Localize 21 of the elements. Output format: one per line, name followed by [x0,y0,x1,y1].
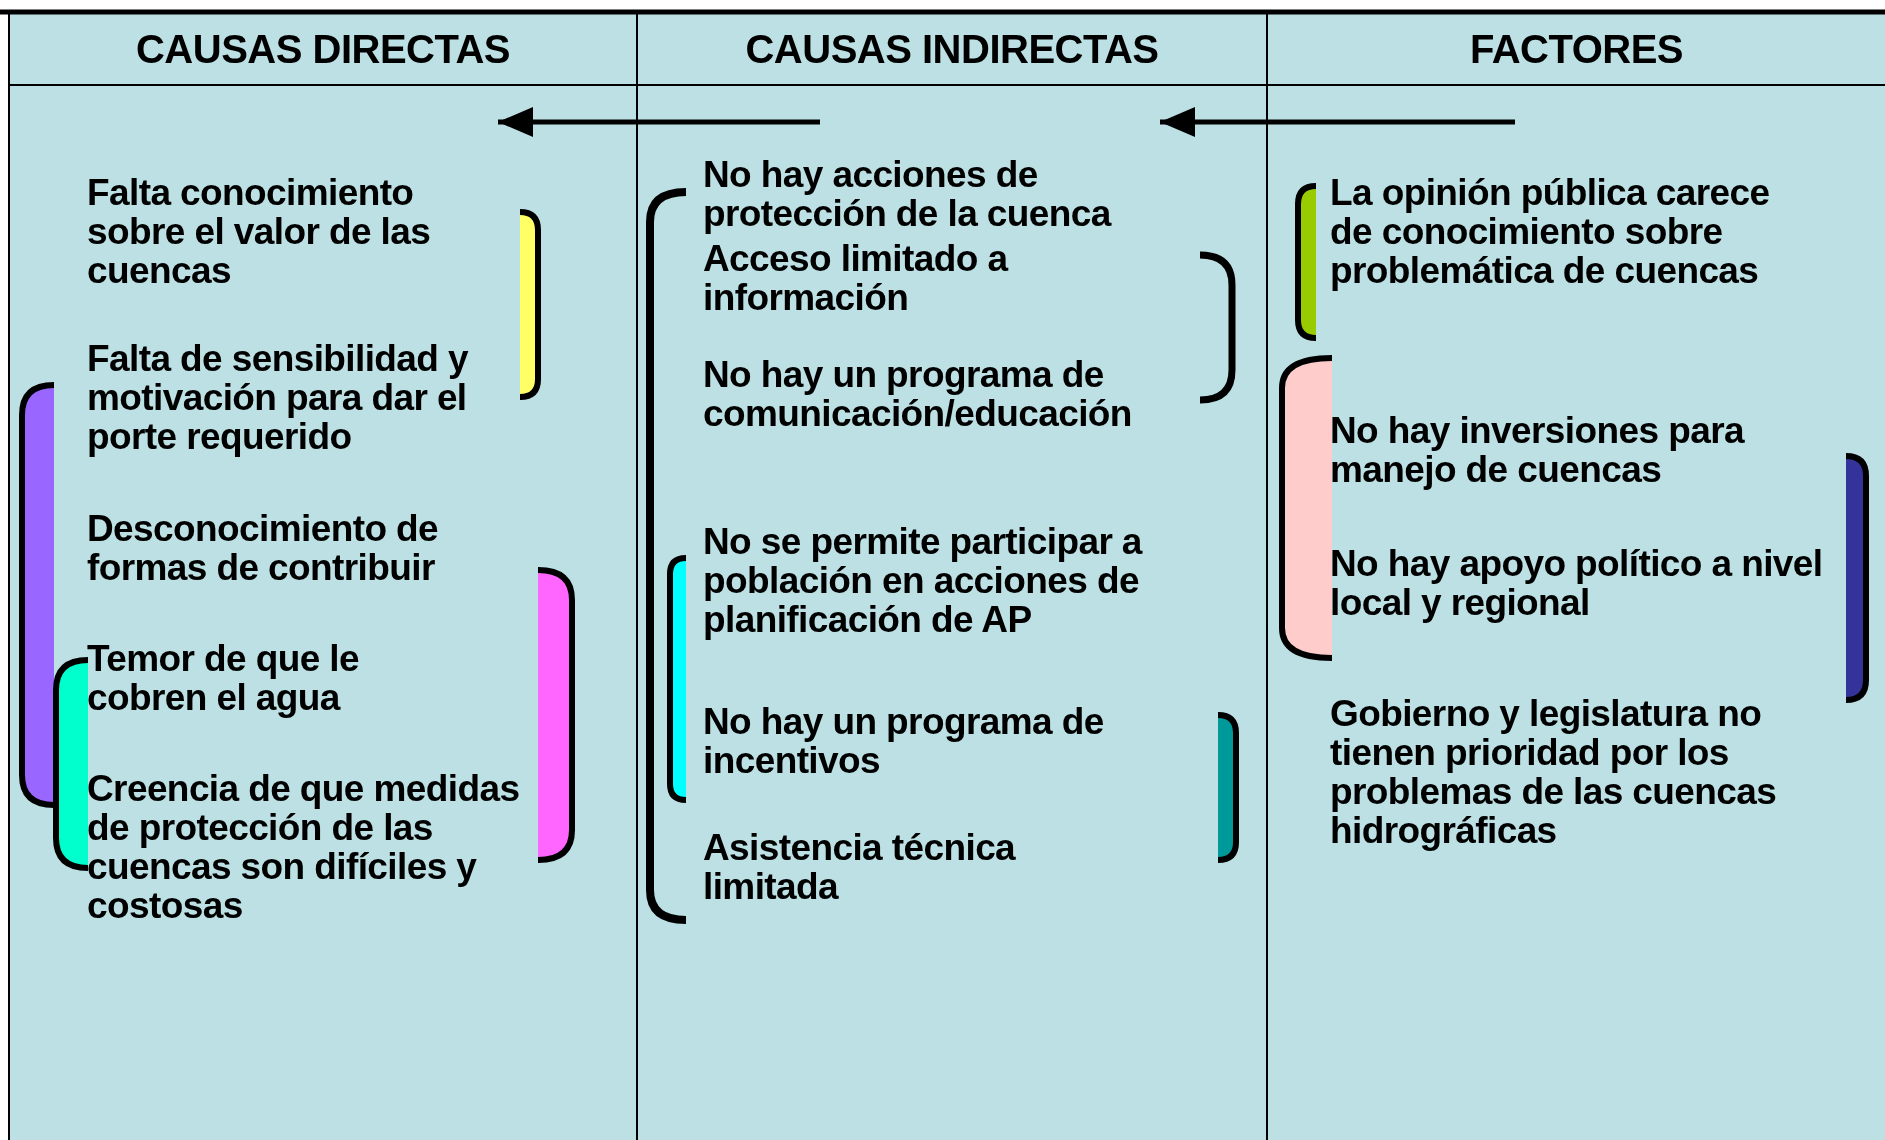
cause-text: Falta de sensibilidad y motivación para dar el porte requerido [87,340,557,457]
cause-text: Gobierno y legislatura no tienen prioridad por los problemas de las cuencas hidrográficas [1330,695,1860,851]
cause-text: No hay apoyo político a nivel local y regional [1330,545,1850,623]
cause-text: No hay un programa de incentivos [703,703,1203,781]
column-header: CAUSAS INDIRECTAS [745,26,1159,72]
cause-text: No hay un programa de comunicación/educación [703,356,1203,434]
cause-text: Creencia de que medidas de protección de las cuencas son difíciles y costosas [87,770,537,926]
cause-text: Asistencia técnica limitada [703,829,1103,907]
column-panel [636,14,1266,1140]
cause-text: No hay acciones de protección de la cuenca [703,156,1223,234]
cause-text: Temor de que le cobren el agua [87,640,467,718]
cause-text: Acceso limitado a información [703,240,1043,318]
cause-text: No se permite participar a población en acciones de planificación de AP [703,523,1223,640]
column-header: FACTORES [1469,26,1684,72]
cause-text: Falta conocimiento sobre el valor de las cuencas [87,174,517,291]
column-panel [1266,14,1885,1140]
cause-text: Desconocimiento de formas de contribuir [87,510,527,588]
column-header: CAUSAS DIRECTAS [136,26,510,72]
cause-text: La opinión pública carece de conocimiento sobre problemática de cuencas [1330,174,1780,291]
column-panel [8,14,636,1140]
cause-text: No hay inversiones para manejo de cuencas [1330,412,1850,490]
